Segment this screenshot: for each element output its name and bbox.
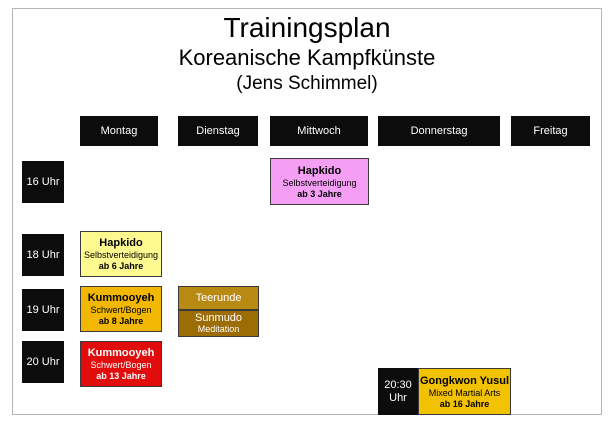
class-name: Gongkwon Yusul (419, 374, 510, 387)
day-header-montag: Montag (80, 116, 158, 146)
page-author: (Jens Schimmel) (236, 73, 378, 94)
class-kummooyeh-montag-20: Kummooyeh Schwert/Bogen ab 13 Jahre (80, 341, 162, 387)
time-label-18: 18 Uhr (22, 234, 64, 276)
day-header-dienstag: Dienstag (178, 116, 258, 146)
class-name: Hapkido (297, 164, 342, 177)
time-label-2030-line1: 20:30 (384, 378, 412, 391)
class-age: ab 16 Jahre (439, 398, 490, 409)
class-gongkwon-yusul-donnerstag-2030: Gongkwon Yusul Mixed Martial Arts ab 16 … (418, 368, 511, 415)
time-label-2030-line2: Uhr (389, 391, 407, 404)
class-description: Schwert/Bogen (90, 360, 152, 370)
class-age: ab 6 Jahre (98, 261, 144, 271)
class-name: Sunmudo (194, 312, 243, 324)
time-label-20: 20 Uhr (22, 341, 64, 383)
class-description: Selbstverteidigung (282, 177, 357, 188)
class-age: ab 13 Jahre (96, 371, 146, 381)
class-name: Kummooyeh (87, 292, 155, 304)
class-sunmudo-dienstag-19: Sunmudo Meditation (178, 310, 259, 337)
class-age: ab 8 Jahre (98, 316, 144, 326)
class-description: Meditation (197, 324, 240, 334)
class-hapkido-montag-18: Hapkido Selbstverteidigung ab 6 Jahre (80, 231, 162, 277)
class-name: Teerunde (195, 292, 242, 304)
time-label-19: 19 Uhr (22, 289, 64, 331)
page-subtitle: Koreanische Kampfkünste (178, 45, 436, 70)
class-teerunde-dienstag-19: Teerunde (178, 286, 259, 310)
class-name: Kummooyeh (87, 347, 155, 359)
class-name: Hapkido (99, 237, 143, 249)
class-description: Selbstverteidigung (83, 250, 159, 260)
page-title: Trainingsplan (223, 12, 391, 43)
schedule-frame (12, 8, 602, 415)
class-kummooyeh-montag-19: Kummooyeh Schwert/Bogen ab 8 Jahre (80, 286, 162, 332)
class-description: Schwert/Bogen (90, 305, 152, 315)
class-age: ab 3 Jahre (297, 188, 342, 199)
day-header-mittwoch: Mittwoch (270, 116, 368, 146)
time-label-2030: 20:30 Uhr (378, 368, 418, 415)
class-hapkido-mittwoch-16: Hapkido Selbstverteidigung ab 3 Jahre (270, 158, 369, 205)
class-description: Mixed Martial Arts (428, 387, 501, 398)
day-header-donnerstag: Donnerstag (378, 116, 500, 146)
day-header-freitag: Freitag (511, 116, 590, 146)
time-label-16: 16 Uhr (22, 161, 64, 203)
